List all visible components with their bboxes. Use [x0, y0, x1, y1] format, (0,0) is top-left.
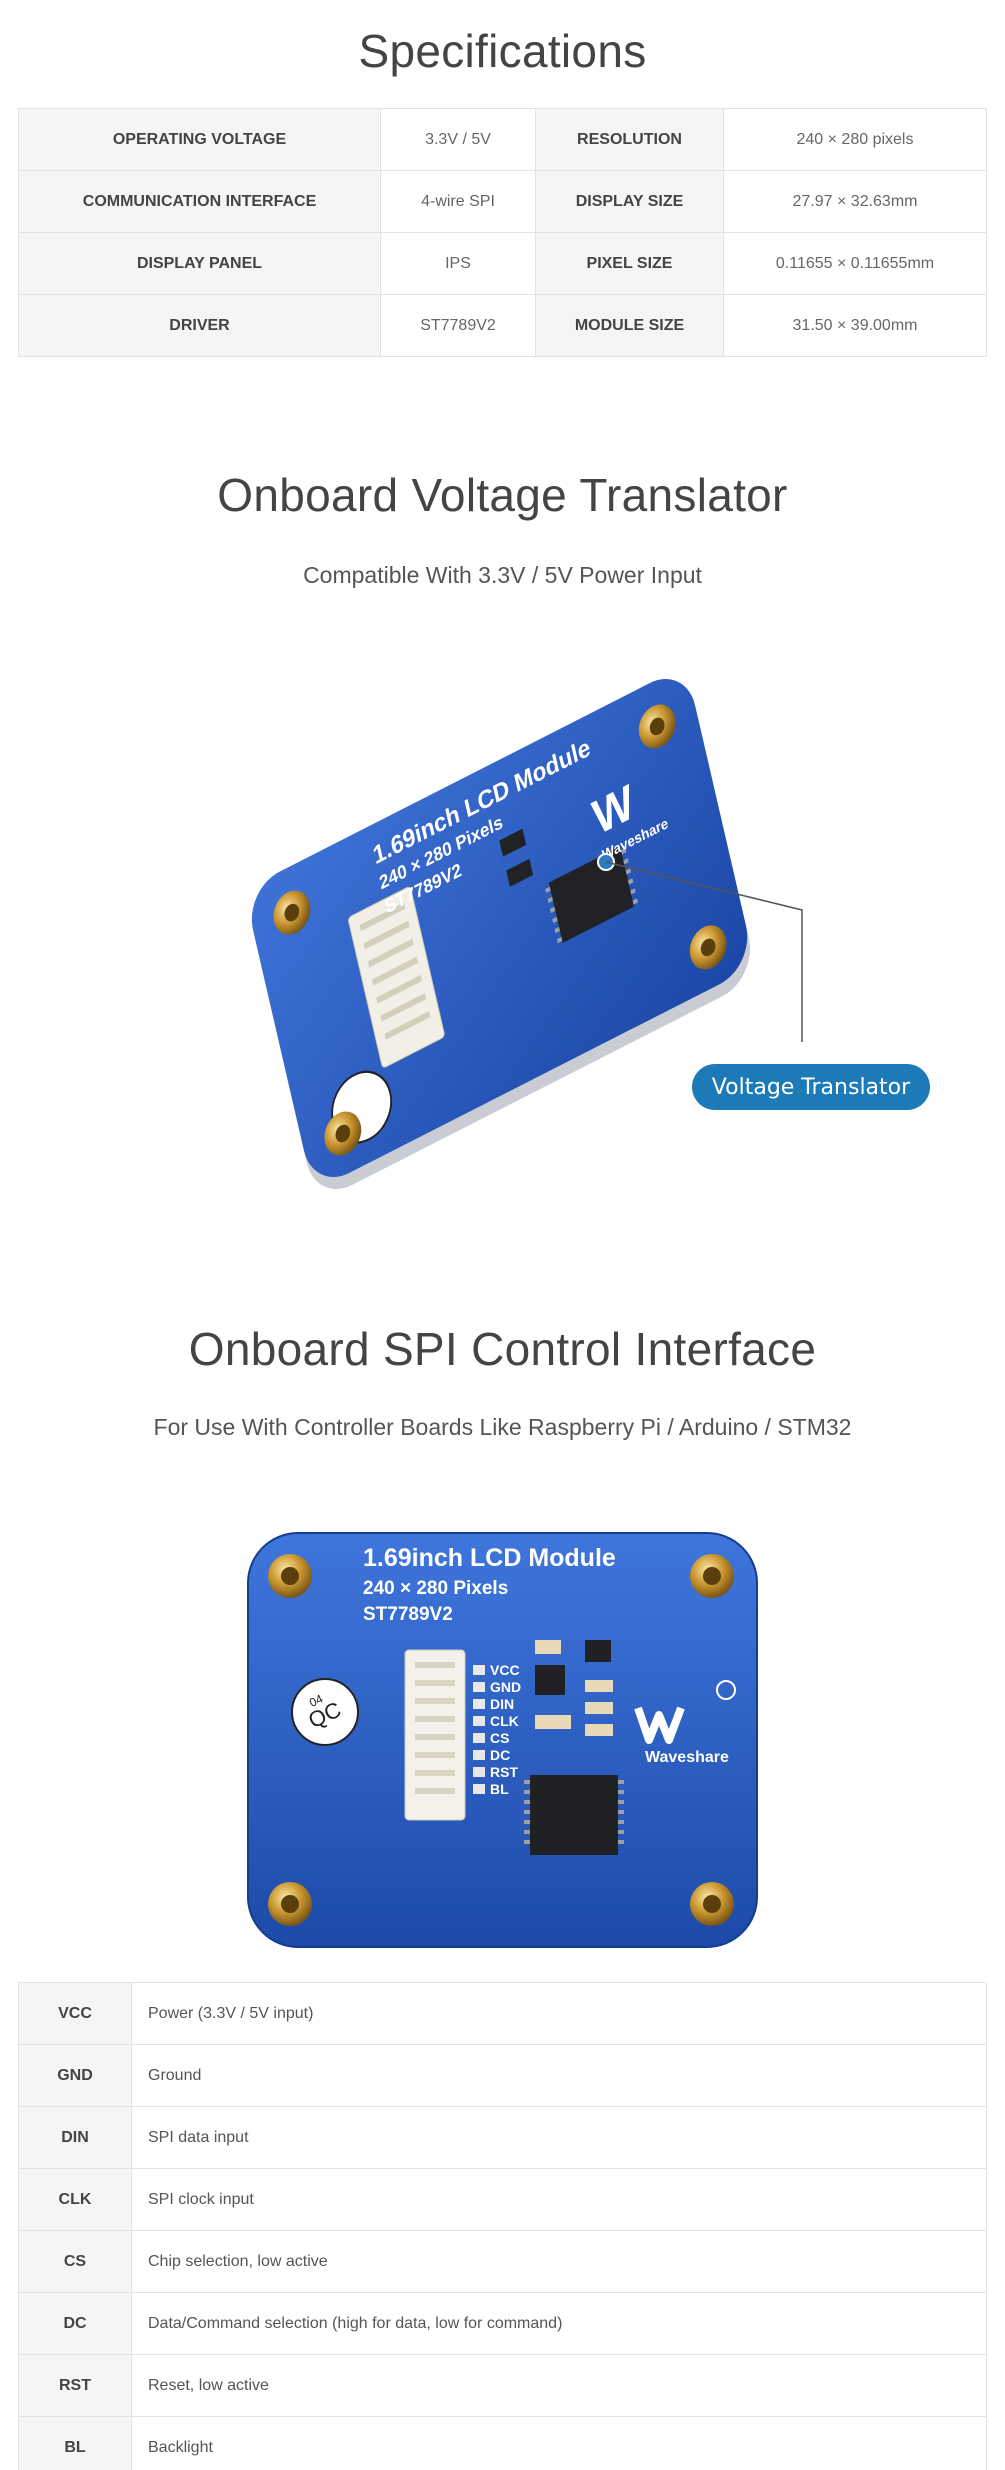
spec-value: 0.11655 × 0.11655mm [723, 232, 987, 295]
spec-key: MODULE SIZE [535, 294, 724, 357]
pin-name: GND [18, 2044, 132, 2107]
registered-mark-icon [716, 1680, 736, 1700]
spec-value: 31.50 × 39.00mm [723, 294, 987, 357]
spec-value: 27.97 × 32.63mm [723, 170, 987, 233]
voltage-translator-title: Onboard Voltage Translator [217, 469, 788, 521]
board-pin-label: DIN [490, 1696, 514, 1712]
pin-description: SPI data input [131, 2106, 987, 2169]
table-row: RST Reset, low active [18, 2354, 987, 2417]
pin-name: RST [18, 2354, 132, 2417]
callout-label: Voltage Translator [711, 1074, 911, 1100]
table-row: OPERATING VOLTAGE 3.3V / 5V RESOLUTION 2… [18, 108, 987, 171]
spec-key: PIXEL SIZE [535, 232, 724, 295]
spec-key: COMMUNICATION INTERFACE [18, 170, 381, 233]
pin-name: DC [18, 2292, 132, 2355]
pin-name: VCC [18, 1982, 132, 2045]
specifications-table: OPERATING VOLTAGE 3.3V / 5V RESOLUTION 2… [18, 108, 987, 357]
qc-sticker-number: 04 [307, 1691, 325, 1709]
board-resolution-text: 240 × 280 Pixels [363, 1578, 508, 1599]
spec-key: DISPLAY PANEL [18, 232, 381, 295]
board-pin-label: RST [490, 1764, 518, 1780]
table-row: CLK SPI clock input [18, 2168, 987, 2231]
board-title-text: 1.69inch LCD Module [363, 1544, 616, 1572]
specifications-title: Specifications [358, 25, 647, 77]
board-pin-label: DC [490, 1747, 510, 1763]
spec-key: RESOLUTION [535, 108, 724, 171]
table-row: DRIVER ST7789V2 MODULE SIZE 31.50 × 39.0… [18, 294, 987, 357]
spec-value: 240 × 280 pixels [723, 108, 987, 171]
waveshare-logo-icon [634, 1706, 685, 1744]
pin-name: DIN [18, 2106, 132, 2169]
angled-board-image: 1.69inch LCD Module 240 × 280 Pixels ST7… [251, 679, 803, 1190]
table-row: DISPLAY PANEL IPS PIXEL SIZE 0.11655 × 0… [18, 232, 987, 295]
table-row: BL Backlight [18, 2416, 987, 2470]
pin-description: Chip selection, low active [131, 2230, 987, 2293]
spec-value: 4-wire SPI [380, 170, 536, 233]
spec-value: ST7789V2 [380, 294, 536, 357]
pin-description: Backlight [131, 2416, 987, 2470]
spi-interface-subtitle: For Use With Controller Boards Like Rasp… [153, 1414, 852, 1440]
spec-key: DISPLAY SIZE [535, 170, 724, 233]
pin-description: Reset, low active [131, 2354, 987, 2417]
board-pin-label: GND [490, 1679, 521, 1695]
table-row: DC Data/Command selection (high for data… [18, 2292, 987, 2355]
voltage-translator-callout: Voltage Translator [692, 1064, 930, 1110]
flat-board-image: VCC GND DIN CLK CS DC RST BL QC 04 1.69i… [247, 1532, 758, 1948]
pin-description: Data/Command selection (high for data, l… [131, 2292, 987, 2355]
table-row: GND Ground [18, 2044, 987, 2107]
spec-key: OPERATING VOLTAGE [18, 108, 381, 171]
waveshare-brand-text: Waveshare [645, 1749, 729, 1766]
pin-description: Ground [131, 2044, 987, 2107]
table-row: VCC Power (3.3V / 5V input) [18, 1982, 987, 2045]
board-pin-label: VCC [490, 1662, 520, 1678]
voltage-translator-subtitle: Compatible With 3.3V / 5V Power Input [303, 562, 702, 588]
spec-key: DRIVER [18, 294, 381, 357]
board-pin-label: CLK [490, 1713, 519, 1729]
pin-description: Power (3.3V / 5V input) [131, 1982, 987, 2045]
table-row: DIN SPI data input [18, 2106, 987, 2169]
pin-description: SPI clock input [131, 2168, 987, 2231]
board-pin-label: BL [490, 1781, 509, 1797]
table-row: COMMUNICATION INTERFACE 4-wire SPI DISPL… [18, 170, 987, 233]
spec-value: 3.3V / 5V [380, 108, 536, 171]
board-driver-text: ST7789V2 [363, 1604, 453, 1625]
table-row: CS Chip selection, low active [18, 2230, 987, 2293]
spec-value: IPS [380, 232, 536, 295]
pin-name: CS [18, 2230, 132, 2293]
board-pin-label: CS [490, 1730, 509, 1746]
spi-interface-title: Onboard SPI Control Interface [188, 1323, 817, 1375]
pin-name: BL [18, 2416, 132, 2470]
pin-description-table: VCC Power (3.3V / 5V input) GND Ground D… [18, 1982, 987, 2470]
pin-name: CLK [18, 2168, 132, 2231]
